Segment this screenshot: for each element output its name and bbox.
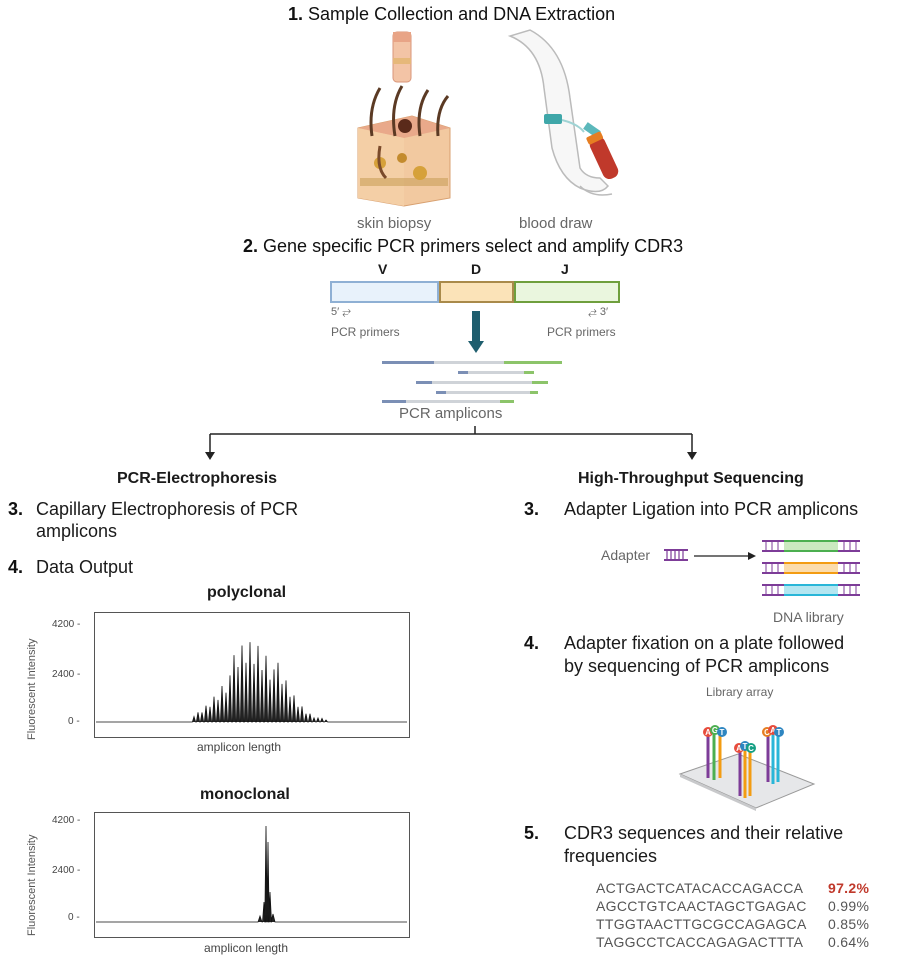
right-step4-line2: by sequencing of PCR amplicons (564, 656, 830, 676)
chart-monoclonal-ytick-0: 0 - (68, 912, 80, 923)
tag-6: C (764, 728, 770, 737)
chart-polyclonal-title: polyclonal (207, 584, 287, 601)
left-branch-heading: PCR-Electrophoresis (117, 470, 278, 487)
tag-7: A (770, 726, 776, 735)
left-step4-number: 4. (8, 557, 24, 577)
step2-text: Gene specific PCR primers select and amp… (263, 236, 684, 256)
right-step3-title: Adapter Ligation into PCR amplicons (564, 499, 859, 519)
left-step3-line2: amplicons (36, 521, 118, 541)
sequence-frequency: 97.2% (828, 880, 870, 896)
step2-title: 2. Gene specific PCR primers select and … (243, 236, 683, 257)
chart-polyclonal-xlabel: amplicon length (197, 740, 282, 754)
tag-1: G (712, 726, 718, 735)
step1-text: Sample Collection and DNA Extraction (308, 4, 616, 24)
primer-right-mark: ⥄ 3′ (588, 306, 609, 318)
skin-biopsy-icon (357, 31, 451, 207)
primer-left-mark: 5′ ⥂ (331, 306, 352, 318)
step2-number: 2. (243, 236, 259, 256)
adapter-label: Adapter (601, 547, 651, 563)
segment-d-box (439, 281, 514, 303)
right-step5-number: 5. (524, 823, 540, 843)
library-array-label: Library array (706, 685, 774, 699)
polyclonal-trace (96, 642, 407, 723)
right-branch-heading: High-Throughput Sequencing (578, 470, 804, 487)
dna-library-icon (762, 540, 860, 596)
chart-monoclonal-ytick-2400: 2400 - (52, 865, 81, 876)
left-step4-title: Data Output (36, 557, 134, 577)
pcr-amplicons-label: PCR amplicons (399, 405, 503, 422)
sequence-row: TAGGCCTCACCAGAGACTTTA 0.64% (596, 934, 886, 952)
blood-draw-label: blood draw (519, 215, 593, 232)
right-step3-number: 3. (524, 499, 540, 519)
sequence-frequency: 0.99% (828, 898, 870, 914)
sequence-table: ACTGACTCATACACCAGACCA 97.2% AGCCTGTCAACT… (596, 880, 886, 952)
right-step4-line1: Adapter fixation on a plate followed (564, 633, 845, 653)
segment-j-label: J (561, 261, 569, 277)
skin-biopsy-label: skin biopsy (357, 215, 432, 232)
left-step3-number: 3. (8, 499, 24, 519)
tag-2: T (720, 728, 725, 737)
sequence-frequency: 0.64% (828, 934, 870, 950)
segment-j-box (514, 281, 620, 303)
tag-0: A (705, 728, 711, 737)
chart-monoclonal-xlabel: amplicon length (204, 941, 289, 955)
tag-5: C (748, 744, 754, 753)
tag-8: T (777, 728, 782, 737)
chart-monoclonal-title: monoclonal (200, 786, 290, 803)
sequence-row: ACTGACTCATACACCAGACCA 97.2% (596, 880, 886, 898)
pcr-amplicons-icon (382, 361, 562, 403)
right-step4-number: 4. (524, 633, 540, 653)
primer-left-label: PCR primers (331, 325, 400, 339)
sequence-value: TTGGTAACTTGCGCCAGAGCA (596, 916, 807, 932)
adapter-icon (664, 549, 688, 561)
right-step5-line1: CDR3 sequences and their relative (564, 823, 844, 843)
chart-polyclonal-ytick-2400: 2400 - (52, 669, 81, 680)
segment-d-label: D (471, 261, 482, 277)
sequence-frequency: 0.85% (828, 916, 870, 932)
chart-monoclonal-ylabel: Fluorescent Intensity (26, 834, 38, 937)
chart-polyclonal-plot (94, 612, 410, 738)
chart-polyclonal-ylabel: Fluorescent Intensity (26, 638, 38, 741)
tag-3: A (736, 744, 742, 753)
amplify-arrow-icon (468, 311, 484, 353)
chart-monoclonal-ytick-4200: 4200 - (52, 815, 81, 826)
tag-4: T (743, 742, 748, 751)
branch-connector (205, 426, 697, 460)
blood-draw-icon (507, 29, 619, 196)
sequence-value: ACTGACTCATACACCAGACCA (596, 880, 804, 896)
sequence-row: TTGGTAACTTGCGCCAGAGCA 0.85% (596, 916, 886, 934)
chart-monoclonal-plot (94, 812, 410, 938)
sequence-row: AGCCTGTCAACTAGCTGAGAC 0.99% (596, 898, 886, 916)
primer-right-label: PCR primers (547, 325, 616, 339)
sequence-value: TAGGCCTCACCAGAGACTTTA (596, 934, 804, 950)
chart-polyclonal-ytick-0: 0 - (68, 716, 80, 727)
step1-title: 1. Sample Collection and DNA Extraction (288, 4, 615, 25)
dna-library-label: DNA library (773, 609, 844, 625)
segment-v-box (330, 281, 439, 303)
step1-number: 1. (288, 4, 304, 24)
sequence-value: AGCCTGTCAACTAGCTGAGAC (596, 898, 807, 914)
chart-polyclonal-ytick-4200: 4200 - (52, 619, 81, 630)
monoclonal-trace (96, 825, 407, 923)
right-step5-line2: frequencies (564, 846, 658, 866)
left-step3-line1: Capillary Electrophoresis of PCR (36, 499, 299, 519)
segment-v-label: V (378, 261, 388, 277)
adapter-ligation-icon (664, 540, 860, 596)
library-array-icon: A G T A T C C A T (678, 725, 816, 811)
